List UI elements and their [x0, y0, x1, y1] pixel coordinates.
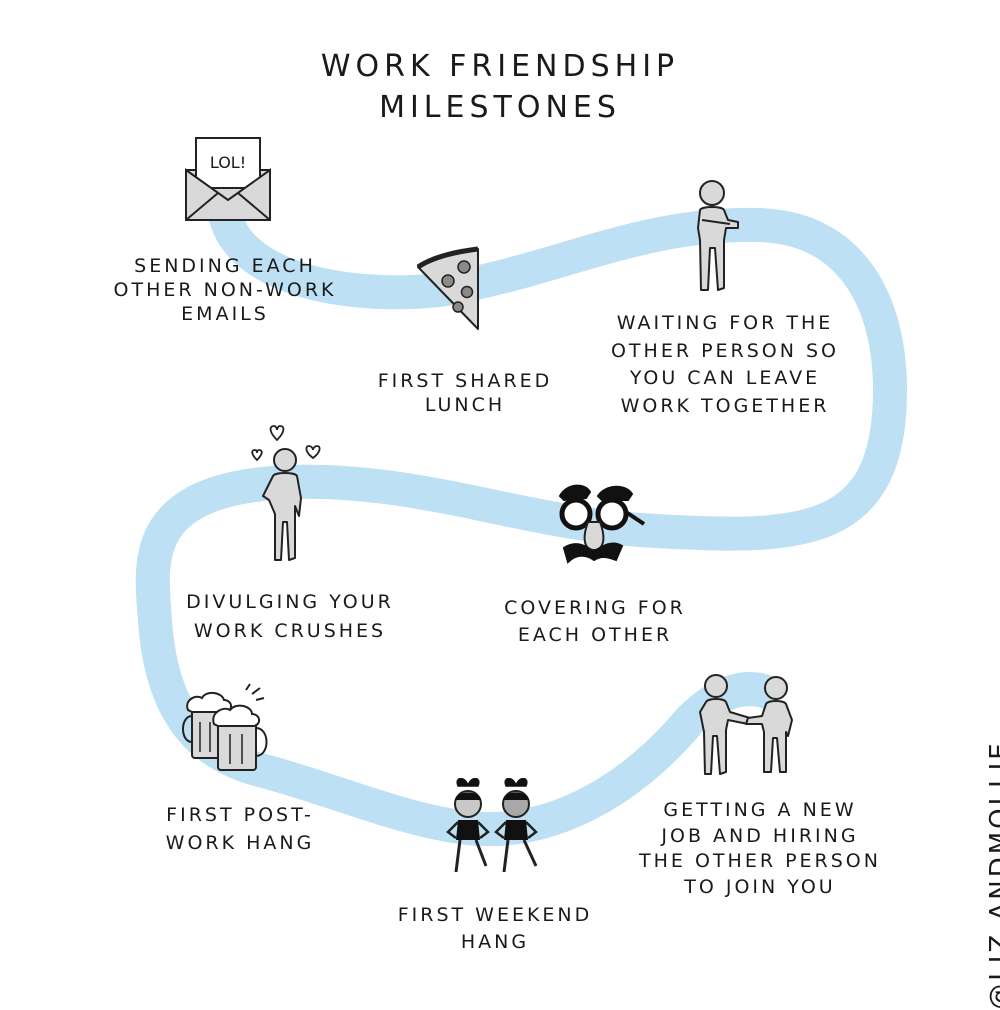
beer-mugs-icon [178, 682, 278, 774]
milestone-label-covering: COVERING FOR EACH OTHER [480, 595, 710, 648]
milestone-label-post-work: FIRST POST- WORK HANG [140, 802, 340, 857]
title-line-2: MILESTONES [250, 87, 750, 128]
milestone-label-crushes: DIVULGING YOUR WORK CRUSHES [170, 588, 410, 645]
envelope-icon: LOL! [183, 135, 273, 225]
bunny-dancers-icon [446, 778, 546, 878]
pizza-slice-icon [412, 245, 484, 335]
handshake-people-icon [694, 672, 804, 778]
disguise-glasses-icon [556, 482, 648, 570]
page-title: WORK FRIENDSHIP MILESTONES [250, 46, 750, 129]
milestone-label-waiting: WAITING FOR THE OTHER PERSON SO YOU CAN … [595, 310, 855, 420]
person-checking-watch-icon [688, 178, 748, 296]
artist-credit: @LIZ ANDMOLLIE [985, 740, 1000, 1010]
milestone-label-lunch: FIRST SHARED LUNCH [350, 370, 580, 418]
milestone-label-emails: SENDING EACH OTHER NON-WORK EMAILS [100, 255, 350, 326]
title-line-1: WORK FRIENDSHIP [250, 46, 750, 87]
envelope-note-text: LOL! [210, 153, 246, 172]
milestone-label-weekend: FIRST WEEKEND HANG [375, 902, 615, 955]
person-with-hearts-icon [245, 418, 325, 566]
milestone-label-new-job: GETTING A NEW JOB AND HIRING THE OTHER P… [630, 798, 890, 901]
